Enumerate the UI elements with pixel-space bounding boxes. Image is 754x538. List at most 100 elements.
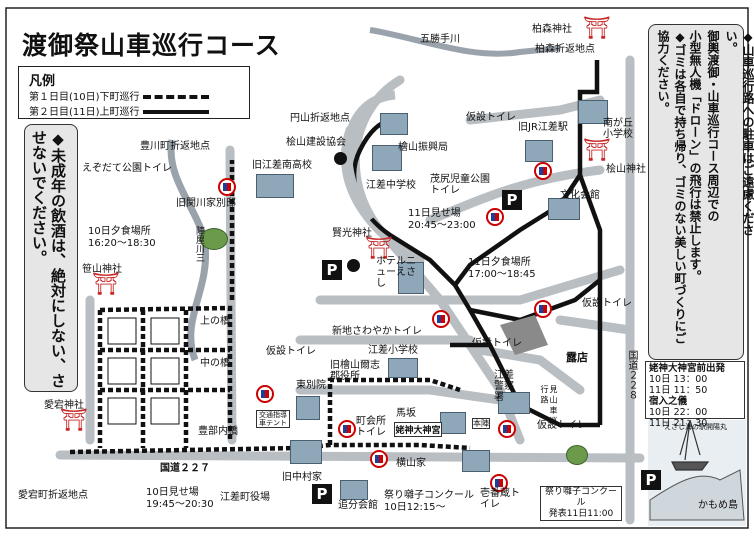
label-nakanohashi: 中の橋 bbox=[200, 358, 230, 369]
label-hotel: ホテルニューえさし bbox=[376, 256, 416, 289]
label-temp-toilet-2: 仮設トイレ bbox=[582, 298, 632, 309]
label-day10-meal-time: 16:20～18:30 bbox=[88, 238, 156, 249]
schedule-row-3: 10日 22：00 bbox=[649, 407, 708, 418]
kamome-island bbox=[649, 469, 745, 521]
label-ezozakura-toilet: えぞだて公園トイレ bbox=[82, 163, 172, 174]
torii-icon: ⛩ bbox=[60, 408, 88, 433]
label-route-text: 見 山 車 巡 行 路 bbox=[540, 385, 558, 425]
label-day11-viewing-time: 20:45～23:00 bbox=[408, 220, 476, 231]
label-kamome-island: かもめ島 bbox=[698, 500, 738, 511]
tree-icon bbox=[566, 445, 588, 465]
label-day11-meal-time: 17:00～18:45 bbox=[468, 269, 536, 280]
label-day10-viewing: 10日見せ場 bbox=[146, 487, 199, 498]
label-temp-toilet-4: 仮設トイレ bbox=[537, 420, 587, 431]
label-baba: 馬坂 bbox=[396, 408, 416, 419]
toilet-icon bbox=[490, 474, 508, 492]
label-hayashi-contest: 祭り囃子コンクール bbox=[384, 490, 474, 501]
label-bunka-kaikan: 文化会館 bbox=[560, 190, 600, 201]
toilet-icon bbox=[256, 385, 274, 403]
toilet-icon bbox=[218, 178, 236, 196]
parking-icon: P bbox=[322, 260, 342, 280]
label-kashiwamori-shrine: 柏森神社 bbox=[532, 24, 572, 35]
building-icon bbox=[296, 396, 320, 420]
map-frame bbox=[5, 7, 749, 529]
label-gosho-river: 五勝手川 bbox=[420, 34, 460, 45]
schedule-row-4: 11日 21：30 bbox=[649, 418, 708, 429]
label-yokoyama: 横山家 bbox=[396, 458, 426, 469]
right-note-3: 小型無人機「ドローン」の飛行は禁止します。 bbox=[688, 30, 702, 282]
label-ichibankura: 壱番蔵トイレ bbox=[480, 488, 520, 510]
toilet-icon bbox=[534, 300, 552, 318]
label-national-route-228: 国道２２８ bbox=[626, 350, 637, 400]
toilet-icon bbox=[432, 310, 450, 328]
blocks bbox=[107, 317, 180, 425]
location-dot bbox=[347, 259, 360, 272]
building-icon bbox=[388, 358, 418, 378]
label-hiyama-kensetsu: 桧山建設協会 bbox=[286, 137, 346, 148]
label-hiyama-shrine: 桧山神社 bbox=[606, 164, 646, 175]
day2-route bbox=[351, 60, 603, 428]
toilet-icon bbox=[498, 420, 516, 438]
toilet-icon bbox=[370, 450, 388, 468]
torii-icon: ⛩ bbox=[365, 236, 393, 261]
building-icon bbox=[256, 174, 294, 198]
label-hayashi-contest-time: 10日12:15～ bbox=[384, 502, 446, 513]
location-dot bbox=[334, 152, 347, 165]
map-title: 渡御祭山車巡行コース bbox=[22, 31, 281, 60]
label-esashi-jhs: 江差中学校 bbox=[366, 180, 416, 191]
label-esashi-town-office: 江差町役場 bbox=[220, 492, 270, 503]
building-icon bbox=[372, 145, 402, 171]
label-shigeru-park: 茂尻児童公園トイレ bbox=[430, 174, 490, 196]
label-oiwake-kaikan: 追分会館 bbox=[338, 500, 378, 511]
building-icon bbox=[290, 440, 322, 464]
building-icon bbox=[498, 392, 530, 414]
building-icon bbox=[462, 450, 490, 472]
label-toyokawa-turn: 豊川町折返地点 bbox=[140, 141, 210, 152]
building-icon bbox=[525, 140, 553, 162]
schedule-row-1: 10日 13：00 bbox=[649, 374, 708, 385]
legend-heading: 凡例 bbox=[29, 74, 56, 89]
label-temp-toilet-3: 仮設トイレ bbox=[266, 346, 316, 357]
toilet-icon bbox=[338, 420, 356, 438]
label-atago-shrine: 愛宕神社 bbox=[44, 400, 84, 411]
label-atago-turn: 愛宕町折返地点 bbox=[18, 490, 88, 501]
label-kashiwamori-turn: 柏森折返地点 bbox=[535, 44, 595, 55]
label-esashi-boat: えさし海の駅開陽丸 bbox=[664, 423, 727, 431]
building-icon bbox=[398, 262, 424, 294]
label-toubu-naibashi: 豊部内橋 bbox=[198, 426, 238, 437]
label-kyu-sekigawa: 旧関川家別邸 bbox=[176, 198, 236, 209]
label-honjin: 本陣 bbox=[472, 418, 490, 429]
label-kyu-jr-station: 旧JR江差駅 bbox=[518, 122, 568, 133]
label-esashi-police: 江差警察署 bbox=[494, 370, 514, 403]
tree-icon bbox=[200, 228, 228, 250]
building-icon bbox=[380, 113, 408, 135]
label-hayashi-result: 祭り囃子コンクール 発表11日11:00 bbox=[540, 486, 622, 521]
torii-icon: ⛩ bbox=[583, 16, 611, 41]
legend-day1: 第１日目(10日)下町巡行 bbox=[29, 88, 209, 103]
label-shadow-river: 陣屋川三 bbox=[194, 226, 204, 262]
schedule-row-2: 11日 11：50 bbox=[649, 385, 708, 396]
torii-icon: ⛩ bbox=[92, 272, 120, 297]
label-tohaku: 東別院 bbox=[296, 380, 326, 391]
building-icon bbox=[548, 198, 580, 220]
schedule-heading-2: 宿入之儀 bbox=[649, 396, 688, 407]
parking-icon: P bbox=[641, 470, 661, 490]
label-kaminohashi: 上の橋 bbox=[200, 316, 230, 327]
label-day11-meal: 11日夕食場所 bbox=[468, 257, 531, 268]
dashed-line-icon bbox=[142, 95, 209, 99]
parking-icon: P bbox=[502, 190, 522, 210]
right-note-4: ◆ゴミは各自で持ち帰り、ゴミのない美しい町づくりにご協力ください。 bbox=[656, 30, 687, 344]
label-day10-viewing-time: 19:45～20:30 bbox=[146, 499, 214, 510]
toilet-icon bbox=[534, 162, 552, 180]
label-joint-toilet: 交通指導車テント bbox=[256, 410, 290, 428]
legend-day2: 第２日目(11日)上町巡行 bbox=[29, 103, 209, 118]
building-icon bbox=[340, 480, 368, 500]
roten-area bbox=[500, 315, 548, 355]
minor-note: ◆未成年の飲酒は、絶対にしない、させないでください。 bbox=[30, 130, 67, 388]
label-temp-toilet-1: 仮設トイレ bbox=[466, 112, 516, 123]
label-kyu-nakamura: 旧中村家 bbox=[282, 472, 322, 483]
label-temp-toilet-5: 仮設トイレ bbox=[472, 338, 522, 349]
toilet-icon bbox=[486, 208, 504, 226]
torii-icon: ⛩ bbox=[583, 138, 611, 163]
